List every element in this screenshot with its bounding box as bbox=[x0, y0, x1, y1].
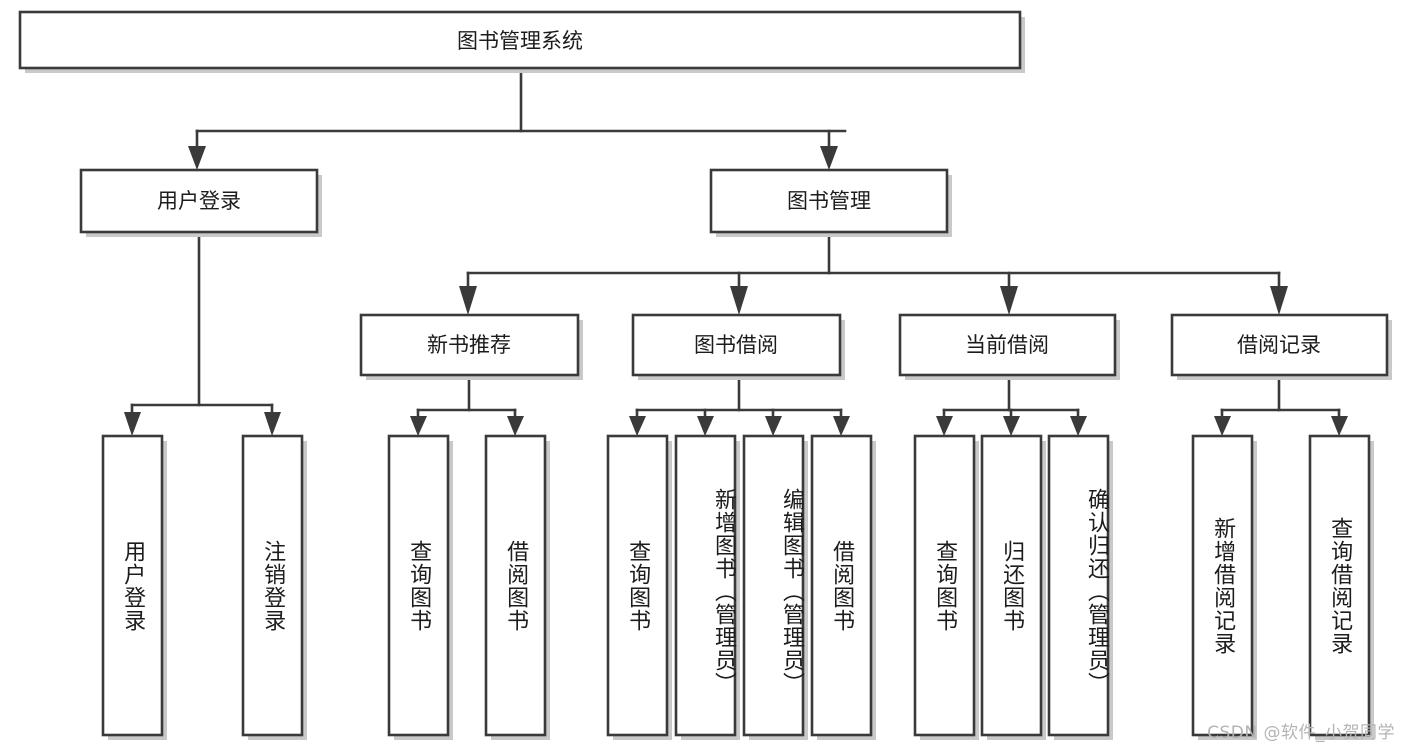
connector-current-to-leaves bbox=[936, 373, 1087, 436]
node-current-borrow-label: 当前借阅 bbox=[965, 333, 1049, 357]
leaf-box-return-book[interactable] bbox=[980, 434, 1043, 737]
leaf-box-add-book-admin[interactable] bbox=[674, 434, 737, 737]
leaf-box-query-book-newbook[interactable] bbox=[387, 434, 450, 737]
connector-record-to-leaves bbox=[1214, 373, 1348, 436]
leaf-box-query-book-borrow[interactable] bbox=[606, 434, 669, 737]
leaf-box-borrow-book[interactable] bbox=[810, 434, 873, 737]
node-current-borrow[interactable]: 当前借阅 bbox=[898, 313, 1120, 380]
csdn-watermark: CSDN @软件_小贺同学 bbox=[1207, 723, 1395, 743]
node-user-login[interactable]: 用户登录 bbox=[79, 168, 322, 237]
connector-userlogin-to-leaves bbox=[124, 230, 281, 436]
connector-borrow-to-leaves bbox=[629, 373, 850, 436]
leaf-box-edit-book-admin[interactable] bbox=[742, 434, 805, 737]
connector-bookmgmt-to-level3 bbox=[459, 230, 1288, 315]
node-borrow-record[interactable]: 借阅记录 bbox=[1170, 313, 1392, 380]
leaf-box-borrow-book-newbook[interactable] bbox=[484, 434, 547, 737]
connector-newbook-to-leaves bbox=[410, 373, 524, 436]
node-root-label: 图书管理系统 bbox=[457, 29, 583, 53]
node-user-login-label: 用户登录 bbox=[157, 189, 241, 213]
node-book-borrow-label: 图书借阅 bbox=[694, 333, 778, 357]
leaf-box-query-borrow-record[interactable] bbox=[1308, 434, 1371, 737]
leaf-box-add-borrow-record[interactable] bbox=[1191, 434, 1254, 737]
node-new-book-recommend[interactable]: 新书推荐 bbox=[359, 313, 583, 380]
leaf-box-user-login[interactable] bbox=[101, 434, 164, 737]
leaf-boxes bbox=[101, 434, 1374, 740]
node-borrow-record-label: 借阅记录 bbox=[1237, 333, 1321, 357]
node-book-management-label: 图书管理 bbox=[787, 189, 871, 213]
node-book-management[interactable]: 图书管理 bbox=[709, 168, 952, 237]
leaf-box-confirm-return-admin[interactable] bbox=[1047, 434, 1110, 737]
node-new-book-recommend-label: 新书推荐 bbox=[427, 333, 511, 357]
connector-root-to-level2 bbox=[188, 66, 847, 170]
node-book-borrow[interactable]: 图书借阅 bbox=[631, 313, 845, 380]
node-root-book-management-system[interactable]: 图书管理系统 bbox=[18, 10, 1025, 73]
leaf-box-query-book-current[interactable] bbox=[913, 434, 976, 737]
leaf-box-logout-login[interactable] bbox=[241, 434, 304, 737]
